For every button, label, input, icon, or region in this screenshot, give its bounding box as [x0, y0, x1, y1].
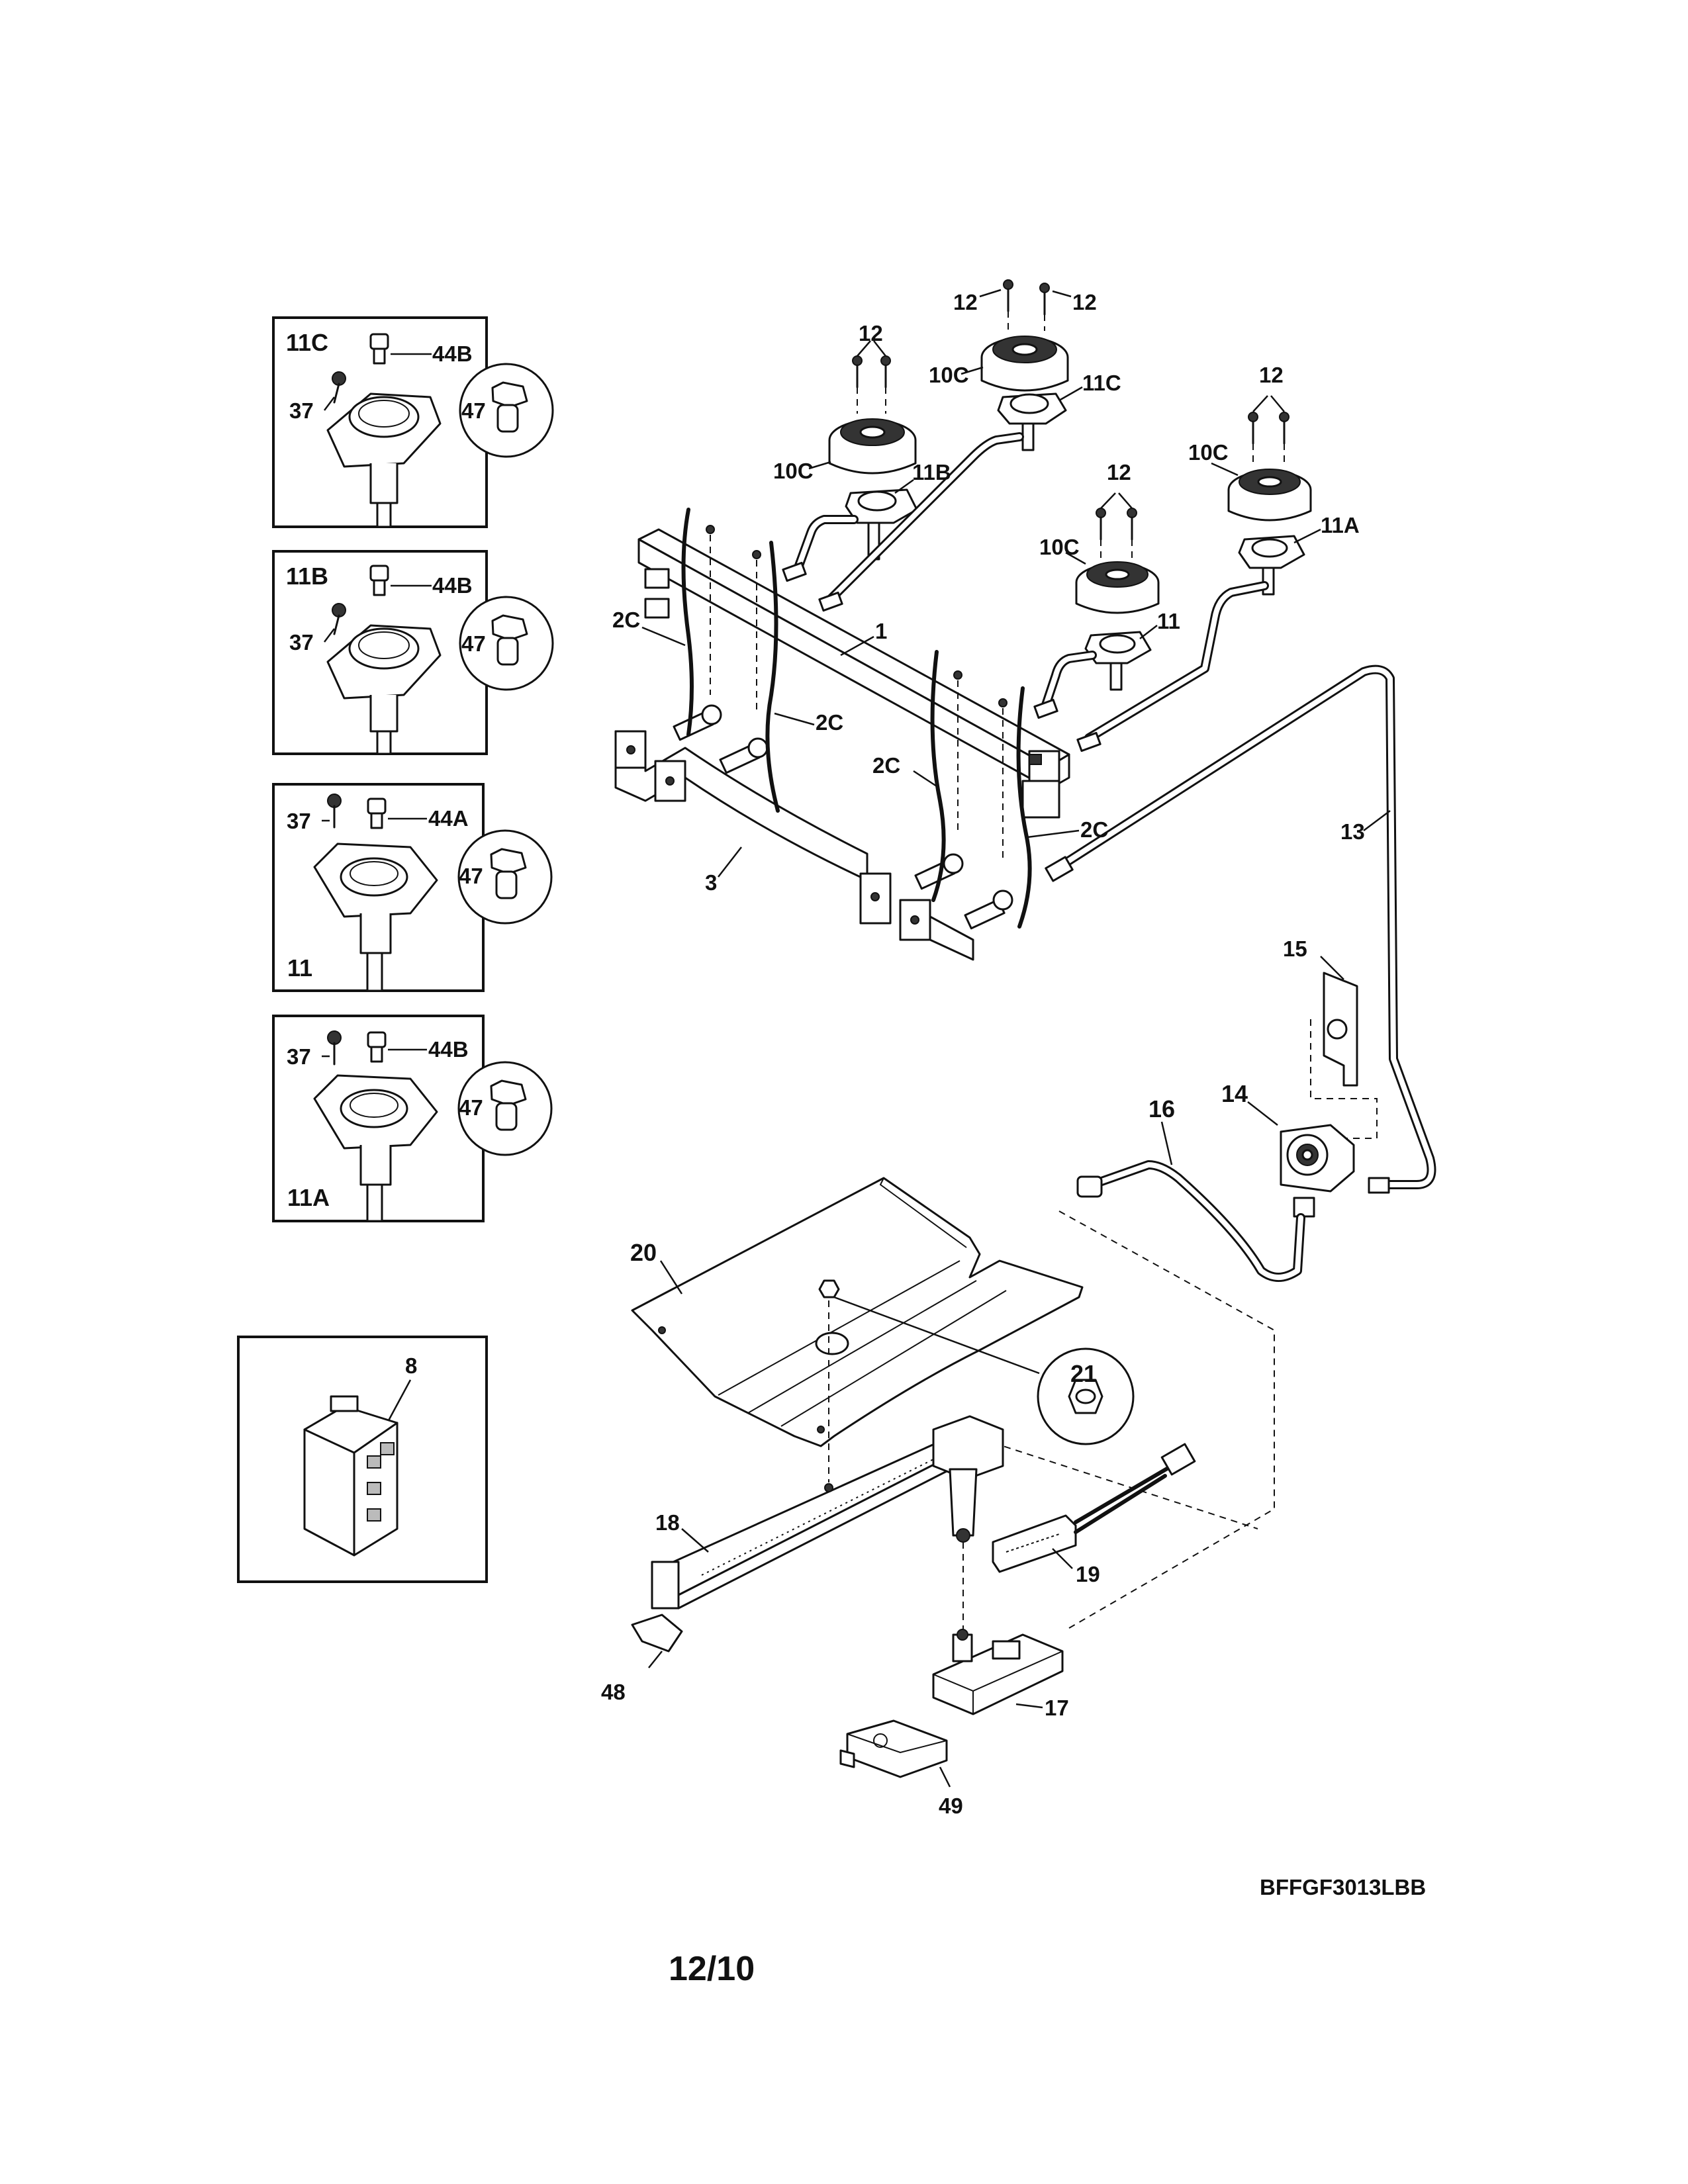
baffle: [631, 1177, 1084, 1447]
label-21: 21: [1070, 1360, 1097, 1387]
orifice-label: 47: [459, 1095, 483, 1120]
label-11: 11: [1157, 609, 1180, 633]
label-11c: 11C: [1082, 371, 1121, 395]
top-burner-assembly: [782, 279, 1321, 752]
label-49: 49: [939, 1794, 963, 1818]
label-1: 1: [875, 619, 887, 643]
regulator-assembly: [992, 956, 1378, 1629]
label-17: 17: [1045, 1696, 1069, 1720]
clip: [631, 1614, 683, 1668]
burner-cap-front: [1065, 492, 1160, 691]
gas-tube: [1045, 664, 1436, 1194]
label-12: 12: [1072, 290, 1097, 314]
label-20: 20: [630, 1239, 657, 1266]
label-12: 12: [1259, 363, 1284, 387]
label-14: 14: [1221, 1080, 1248, 1107]
orifice-label: 47: [459, 864, 483, 888]
manifold-assembly: [614, 508, 1080, 961]
oven-burner-assembly: [651, 1415, 1196, 1635]
label-11b: 11B: [912, 460, 951, 484]
label-3: 3: [705, 870, 717, 895]
screw-label: 37: [287, 1044, 311, 1069]
inset-box-11b: 11B 44B 37 47: [272, 550, 554, 755]
screw-label: 37: [289, 630, 314, 655]
label-12: 12: [1107, 460, 1131, 484]
inset-box-8: 8: [237, 1336, 488, 1583]
inset-box-11c: 11C 44B 37 47: [272, 316, 554, 528]
valve-bracket: [839, 1719, 951, 1788]
nut: [818, 1279, 1135, 1482]
screw-label: 37: [287, 809, 311, 833]
bolt-label: 44B: [428, 1037, 469, 1062]
label-2c: 2C: [816, 710, 843, 735]
orifice-label: 47: [461, 631, 486, 656]
valve-orifices: [673, 704, 1013, 930]
burner-cap-left: [808, 340, 918, 561]
inset-box-11: 11 37 44A 47: [272, 783, 553, 992]
burner-tubes: [782, 432, 1269, 752]
inset-title: 11C: [286, 329, 328, 356]
label-18: 18: [655, 1510, 680, 1535]
bolt-label: 44B: [432, 341, 473, 366]
module-label: 8: [405, 1353, 417, 1378]
label-48: 48: [601, 1680, 626, 1704]
model-code: BFFGF3013LBB: [1260, 1875, 1426, 1899]
inset-box-11a: 11A 37 44B 47: [272, 1015, 553, 1222]
bolt-label: 44B: [432, 573, 473, 598]
label-12: 12: [953, 290, 978, 314]
burner-cap-right: [1211, 395, 1321, 596]
label-10c: 10C: [929, 363, 969, 387]
label-12: 12: [859, 321, 883, 345]
oven-valve: [932, 1629, 1064, 1715]
screw-label: 37: [289, 398, 314, 423]
label-19: 19: [1076, 1562, 1100, 1586]
label-2c: 2C: [1080, 817, 1108, 842]
label-10c: 10C: [773, 459, 814, 483]
page-number: 12/10: [669, 1950, 755, 1988]
bolt-label: 44A: [428, 806, 469, 831]
label-2c: 2C: [872, 753, 900, 778]
label-15: 15: [1283, 936, 1307, 961]
label-10c: 10C: [1039, 535, 1080, 559]
inset-title: 11A: [287, 1184, 330, 1211]
label-2c: 2C: [612, 608, 640, 632]
inset-title: 11: [287, 954, 312, 981]
callout-labels: 12 12 12 12 12 10C 10C 10C 10C 11C 11B 1…: [601, 290, 1365, 1818]
label-10c: 10C: [1188, 440, 1229, 465]
label-13: 13: [1340, 819, 1365, 844]
orifice-label: 47: [461, 398, 486, 423]
inset-title: 11B: [286, 563, 328, 590]
label-11a: 11A: [1321, 513, 1360, 537]
burner-cap-rear: [961, 279, 1083, 451]
label-16: 16: [1149, 1095, 1175, 1122]
